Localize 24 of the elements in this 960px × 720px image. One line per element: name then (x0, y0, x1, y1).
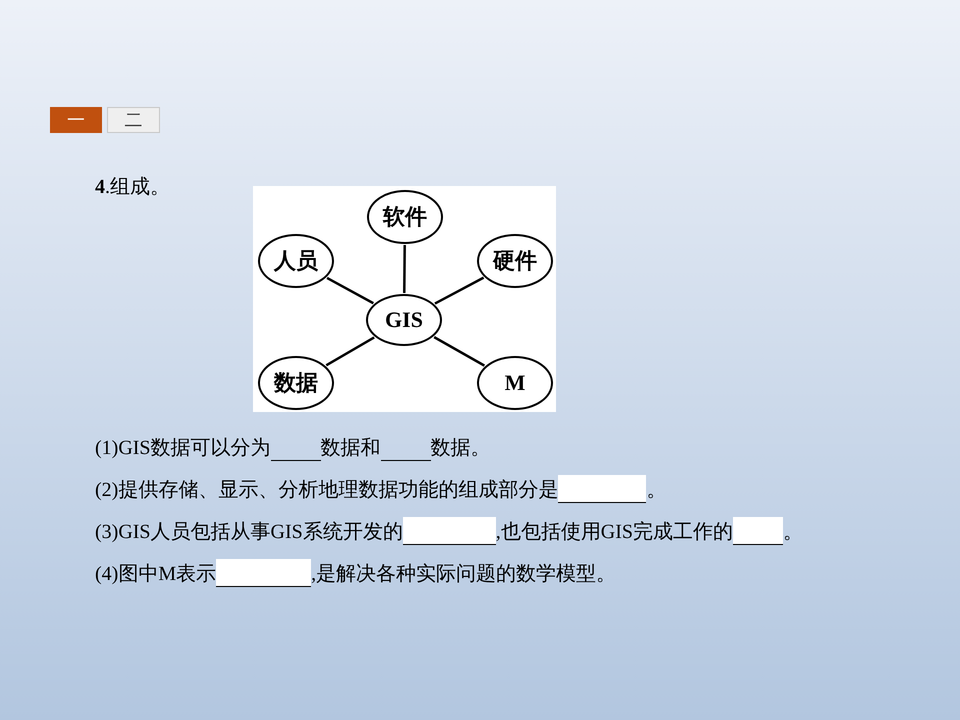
question-text: ,是解决各种实际问题的数学模型。 (311, 562, 616, 587)
question-text: 。 (783, 520, 804, 545)
question-text: 数据和 (320, 436, 381, 461)
section-heading: 4.组成。 (95, 175, 170, 200)
question-text: (4)图中M表示 (95, 562, 216, 587)
connector-line (326, 276, 374, 304)
question-text: (2)提供存储、显示、分析地理数据功能的组成部分是 (95, 478, 558, 503)
question-text: (3)GIS人员包括从事GIS系统开发的 (95, 520, 403, 545)
connector-line (326, 336, 375, 366)
connector-line (434, 276, 484, 305)
connector-line (434, 336, 486, 367)
question-text: ,也包括使用GIS完成工作的 (496, 520, 734, 545)
question-text: (1)GIS数据可以分为 (95, 436, 271, 461)
tab: 二 (107, 107, 160, 133)
node-label: M (504, 372, 526, 394)
question-text: 。 (646, 478, 666, 503)
node-label: 软件 (383, 206, 427, 228)
node-label: 人员 (274, 250, 318, 272)
node-label: GIS (385, 309, 423, 331)
node-label: 数据 (274, 372, 318, 394)
question-text: 数据。 (430, 436, 491, 461)
node-label: 硬件 (493, 250, 537, 272)
connector-line (403, 244, 406, 294)
tab: 一 (50, 107, 102, 133)
